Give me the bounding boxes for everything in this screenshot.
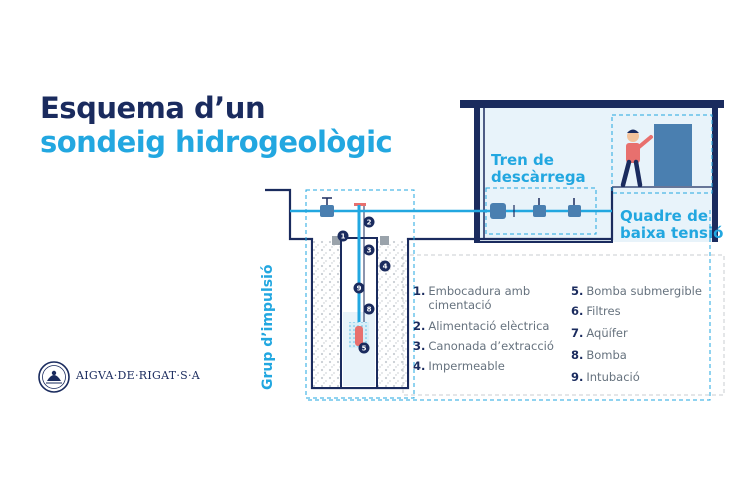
- svg-text:2: 2: [367, 219, 372, 227]
- legend-item-8: 8.Bomba: [571, 348, 627, 362]
- label-tren-descarrega: Tren de descàrrega: [491, 151, 586, 186]
- legend-item-9: 9.Intubació: [571, 370, 640, 384]
- svg-text:9: 9: [357, 285, 362, 293]
- marker-8: 8: [363, 303, 375, 315]
- legend-item-1: 1.Embocadura amb cimentació: [413, 284, 531, 313]
- legend-item-2: 2.Alimentació elèctrica: [413, 319, 550, 333]
- svg-text:4: 4: [383, 263, 388, 271]
- label-grup-impulsio: Grup d’impulsió: [260, 264, 276, 390]
- brand-name: AIGVA·DE·RIGAT·S·A: [76, 369, 201, 382]
- legend-item-5: 5.Bomba submergible: [571, 284, 702, 298]
- legend-item-4: 4.Impermeable: [413, 359, 505, 373]
- valve-icon: [568, 198, 581, 217]
- quadre-box: [611, 114, 713, 194]
- legend-item-6: 6.Filtres: [571, 304, 621, 318]
- door: [654, 124, 692, 186]
- grup-impulsio-box: [305, 189, 415, 399]
- svg-text:1: 1: [341, 233, 346, 241]
- aigua-de-rigat-seal-icon: [38, 361, 70, 393]
- tren-descarrega-box: [485, 187, 597, 235]
- marker-4: 4: [379, 260, 391, 272]
- worker-figure: [620, 129, 653, 188]
- marker-3: 3: [363, 244, 375, 256]
- svg-text:3: 3: [367, 247, 372, 255]
- label-quadre-baixa-tensio: Quadre de baixa tensió: [620, 207, 724, 242]
- legend-item-3: 3.Canonada d’extracció: [413, 339, 554, 353]
- valve-icon: [533, 198, 546, 217]
- valve-icon: [320, 197, 334, 217]
- svg-text:5: 5: [362, 345, 367, 353]
- filter-tank-icon: [490, 203, 506, 219]
- marker-9: 9: [353, 282, 365, 294]
- title-line-2: sondeig hidrogeològic: [40, 125, 393, 159]
- legend-item-7: 7.Aqüífer: [571, 326, 628, 340]
- marker-5: 5: [358, 342, 370, 354]
- ground-line: [265, 187, 614, 390]
- title-line-1: Esquema d’un: [40, 91, 266, 125]
- svg-text:8: 8: [367, 306, 372, 314]
- marker-1: 1: [337, 230, 349, 242]
- marker-2: 2: [363, 216, 375, 228]
- submersible-pump: [355, 326, 363, 346]
